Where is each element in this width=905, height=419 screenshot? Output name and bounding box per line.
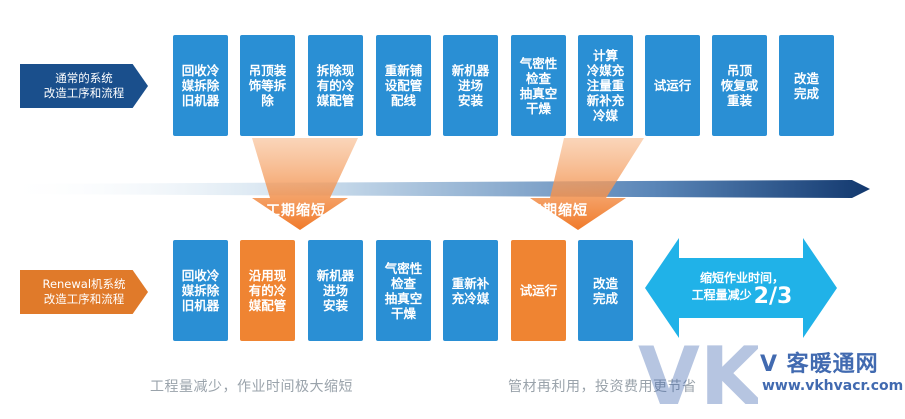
bottom-step-2: 沿用现 有的冷 媒配管 xyxy=(240,240,295,341)
watermark-url: www.vkhvacr.com xyxy=(762,378,904,394)
watermark-name: V 客暖通网 xyxy=(760,352,879,377)
top-step-8: 试运行 xyxy=(645,35,700,136)
shorten-label-right: 工期缩短 xyxy=(528,203,588,219)
top-step-10: 改造 完成 xyxy=(779,35,834,136)
shorten-funnel-right xyxy=(530,138,644,230)
top-step-9: 吊顶 恢复或 重装 xyxy=(712,35,767,136)
top-step-4: 重新铺 设配管 配线 xyxy=(376,35,431,136)
top-step-1: 回收冷 媒拆除 旧机器 xyxy=(173,35,228,136)
watermark-logo: VK xyxy=(638,338,758,410)
bottom-step-5: 重新补 充冷媒 xyxy=(443,240,498,341)
bottom-step-6: 试运行 xyxy=(511,240,566,341)
result-double-arrow xyxy=(645,238,837,338)
timeline-arrow xyxy=(0,180,870,198)
top-step-7: 计算 冷媒充 注量重 新补充 冷媒 xyxy=(578,35,633,136)
caption-left: 工程量减少，作业时间极大缩短 xyxy=(150,379,353,395)
bottom-step-4: 气密性 检查 抽真空 干燥 xyxy=(376,240,431,341)
top-step-3: 拆除现 有的冷 媒配管 xyxy=(308,35,363,136)
bottom-step-3: 新机器 进场 安装 xyxy=(308,240,363,341)
top-step-2: 吊顶装 饰等拆 除 xyxy=(240,35,295,136)
shorten-funnel-left xyxy=(252,138,358,230)
result-fraction: 2/3 xyxy=(753,284,793,309)
bottom-row-label: Renewal机系统 改造工序和流程 xyxy=(20,270,148,314)
top-step-5: 新机器 进场 安装 xyxy=(443,35,498,136)
top-row-label: 通常的系统 改造工序和流程 xyxy=(20,64,148,108)
shorten-label-left: 工期缩短 xyxy=(266,203,326,219)
top-step-6: 气密性 检查 抽真空 干燥 xyxy=(511,35,566,136)
watermark-logo-text: VK xyxy=(638,338,758,410)
caption-right: 管材再利用，投资费用更节省 xyxy=(508,379,697,395)
bottom-step-1: 回收冷 媒拆除 旧机器 xyxy=(173,240,228,341)
result-arrow-text: 缩短作业时间， 工程量减少2/3 xyxy=(691,271,793,309)
bottom-step-7: 改造 完成 xyxy=(578,240,633,341)
